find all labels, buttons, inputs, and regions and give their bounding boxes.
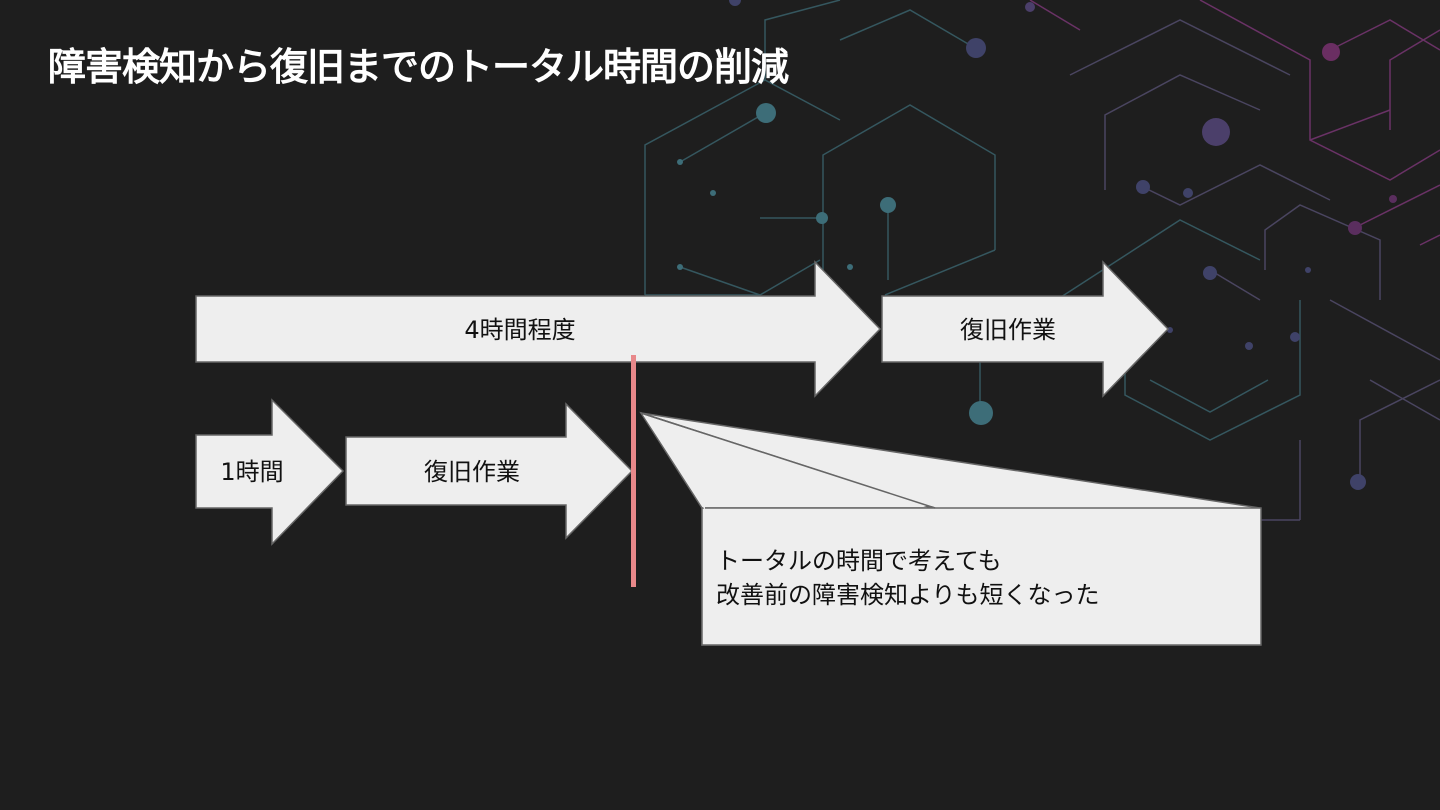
after-recovery-arrow: 復旧作業	[346, 404, 632, 538]
callout-line-2: 改善前の障害検知よりも短くなった	[716, 581, 1100, 609]
before-recovery-arrow: 復旧作業	[882, 262, 1168, 396]
before-recovery-label: 復旧作業	[960, 316, 1056, 344]
callout-line-1: トータルの時間で考えても	[716, 547, 1002, 575]
after-recovery-label: 復旧作業	[424, 458, 520, 486]
callout-text: トータルの時間で考えても 改善前の障害検知よりも短くなった	[716, 544, 1256, 612]
after-detection-arrow: 1時間	[196, 400, 343, 544]
before-detection-label: 4時間程度	[464, 316, 575, 344]
before-detection-arrow: 4時間程度	[196, 262, 880, 396]
after-detection-label: 1時間	[220, 458, 283, 486]
completion-marker-line	[631, 355, 636, 587]
